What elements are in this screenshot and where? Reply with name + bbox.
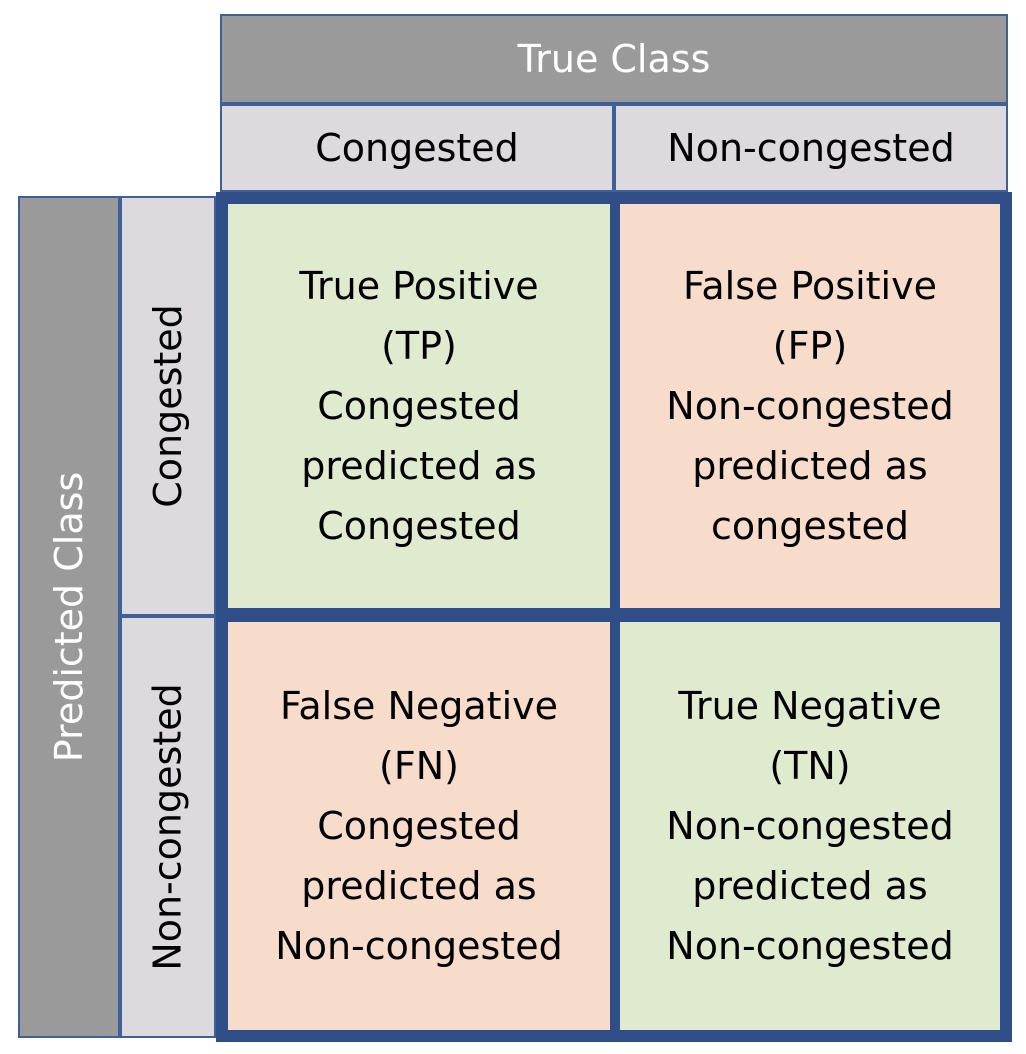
true-class-label: True Class <box>517 37 711 81</box>
cell-description-line: Congested <box>317 504 521 548</box>
cell-title: False Positive <box>683 264 937 308</box>
cell-description-line: predicted as <box>692 864 928 908</box>
cell-title: True Positive <box>299 264 539 308</box>
column-header-label: Non-congested <box>667 126 955 170</box>
cell-description-line: predicted as <box>301 864 537 908</box>
cell-title: True Negative <box>678 684 942 728</box>
cell-description-line: Non-congested <box>666 384 954 428</box>
predicted-class-label: Predicted Class <box>47 471 91 763</box>
row-header-congested: Congested <box>120 196 216 616</box>
cell-false-positive: False Positive (FP) Non-congested predic… <box>620 204 1000 608</box>
true-class-header: True Class <box>220 14 1008 104</box>
column-header-congested: Congested <box>220 104 614 192</box>
cell-abbreviation: (TP) <box>381 324 457 368</box>
cell-abbreviation: (FP) <box>772 324 848 368</box>
cell-true-negative: True Negative (TN) Non-congested predict… <box>620 622 1000 1030</box>
cell-description-line: predicted as <box>692 444 928 488</box>
cell-description-line: Non-congested <box>666 804 954 848</box>
column-header-label: Congested <box>315 126 519 170</box>
cell-description-line: Congested <box>317 384 521 428</box>
row-header-label: Non-congested <box>146 683 190 971</box>
confusion-matrix: True Positive (TP) Congested predicted a… <box>216 192 1012 1042</box>
cell-abbreviation: (FN) <box>379 744 459 788</box>
cell-abbreviation: (TN) <box>769 744 851 788</box>
cell-description-line: congested <box>711 504 909 548</box>
row-header-non-congested: Non-congested <box>120 616 216 1038</box>
row-header-label: Congested <box>146 304 191 508</box>
cell-description-line: predicted as <box>301 444 537 488</box>
cell-description-line: Congested <box>317 804 521 848</box>
cell-false-negative: False Negative (FN) Congested predicted … <box>228 622 610 1030</box>
cell-true-positive: True Positive (TP) Congested predicted a… <box>228 204 610 608</box>
cell-description-line: Non-congested <box>666 924 954 968</box>
cell-description-line: Non-congested <box>275 924 563 968</box>
column-header-non-congested: Non-congested <box>614 104 1008 192</box>
cell-title: False Negative <box>279 684 558 728</box>
predicted-class-header: Predicted Class <box>18 196 120 1038</box>
